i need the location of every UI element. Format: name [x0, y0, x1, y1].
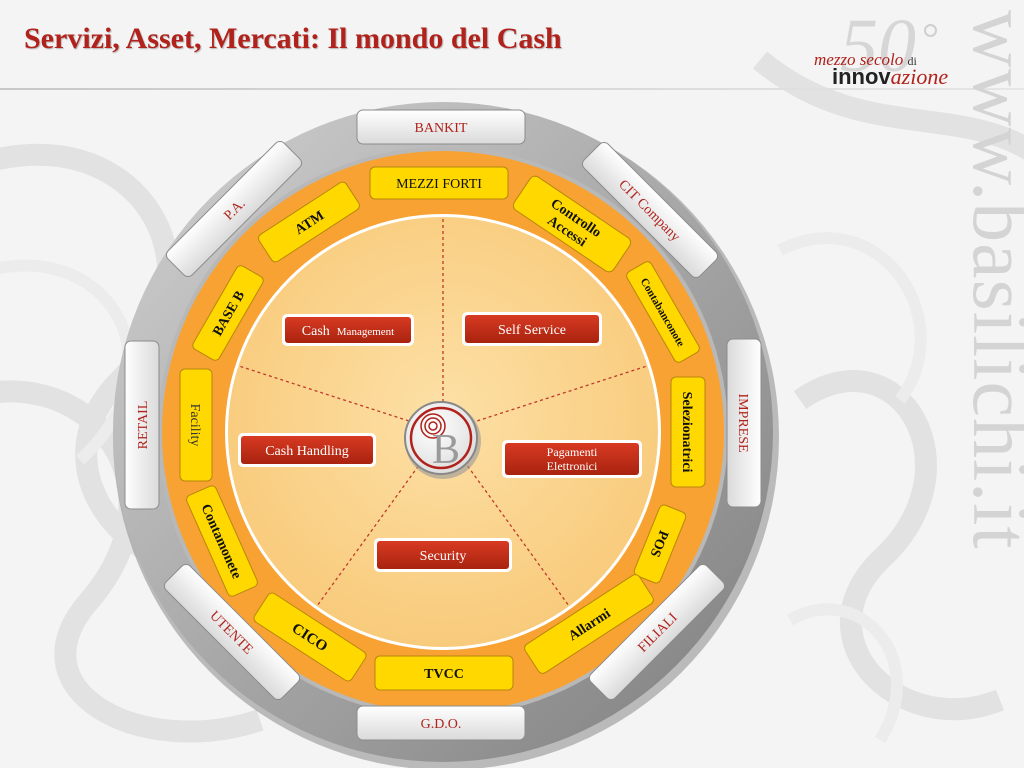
market-retail-label: RETAIL — [136, 401, 151, 450]
asset-cico: CICO — [253, 592, 367, 682]
asset-mezzi-forti-label: MEZZI FORTI — [396, 177, 482, 192]
service-pagamenti-elettronici: Pagamenti Elettronici — [502, 440, 642, 478]
service-self-service-label: Self Service — [498, 323, 566, 338]
logo-number: 50 — [840, 4, 916, 88]
asset-facility-label: Facility — [187, 404, 202, 447]
service-cash-management-label-1: Cash — [302, 324, 330, 339]
service-self-service: Self Service — [462, 312, 602, 346]
service-cash-management: Cash Management — [282, 314, 414, 346]
market-gdo-label: G.D.O. — [421, 717, 462, 732]
market-gdo: G.D.O. — [356, 705, 526, 741]
market-retail: RETAIL — [124, 340, 160, 510]
service-pagamenti-label-1: Pagamenti — [547, 445, 598, 459]
center-logo-letter: B — [432, 427, 460, 473]
asset-selezionatrici-label: Selezionatrici — [679, 392, 694, 473]
service-security-label: Security — [420, 549, 467, 564]
header-divider — [0, 88, 1024, 90]
asset-facility: Facility — [179, 368, 213, 482]
asset-contamonete: Contamonete — [186, 485, 258, 597]
logo-line2-a: innov — [832, 64, 891, 89]
asset-tvcc: TVCC — [374, 655, 514, 691]
logo-line1-small: di — [907, 54, 917, 68]
logo-line2-b: azione — [890, 64, 949, 89]
asset-controllo-accessi: Controllo Accessi — [512, 175, 632, 273]
logo-line1-text: mezzo secolo — [814, 50, 904, 69]
services: Cash Management Self Service Cash Handli… — [238, 312, 642, 572]
svg-text:Cash Management: Cash Management — [302, 322, 394, 339]
market-bankit-label: BANKIT — [415, 121, 468, 136]
center-logo: B — [404, 401, 481, 479]
logo-line1: mezzo secolo di — [814, 50, 917, 70]
asset-atm: ATM — [258, 181, 360, 263]
market-imprese: IMPRESE — [726, 338, 762, 508]
asset-mezzi-forti: MEZZI FORTI — [369, 166, 509, 200]
asset-selezionatrici: Selezionatrici — [670, 376, 706, 488]
service-security: Security — [374, 538, 512, 572]
logo-degree-mark — [924, 24, 937, 37]
service-cash-handling-label: Cash Handling — [265, 444, 349, 459]
market-pa: P.A. — [165, 140, 303, 278]
market-imprese-label: IMPRESE — [735, 393, 750, 452]
service-cash-management-label-2: Management — [337, 326, 394, 338]
asset-pos: POS — [633, 504, 687, 584]
anniversary-logo: 50 mezzo secolo di innovazione — [812, 8, 962, 94]
service-cash-handling: Cash Handling — [238, 433, 376, 467]
asset-tvcc-label: TVCC — [424, 667, 464, 682]
signal-rings-icon — [420, 413, 446, 439]
assets: MEZZI FORTI Controllo Accessi Contabanco… — [179, 166, 706, 691]
market-bankit: BANKIT — [356, 109, 526, 145]
page-title: Servizi, Asset, Mercati: Il mondo del Ca… — [24, 22, 562, 55]
logo-line2: innovazione — [832, 66, 948, 88]
service-pagamenti-label-2: Elettronici — [547, 459, 598, 473]
